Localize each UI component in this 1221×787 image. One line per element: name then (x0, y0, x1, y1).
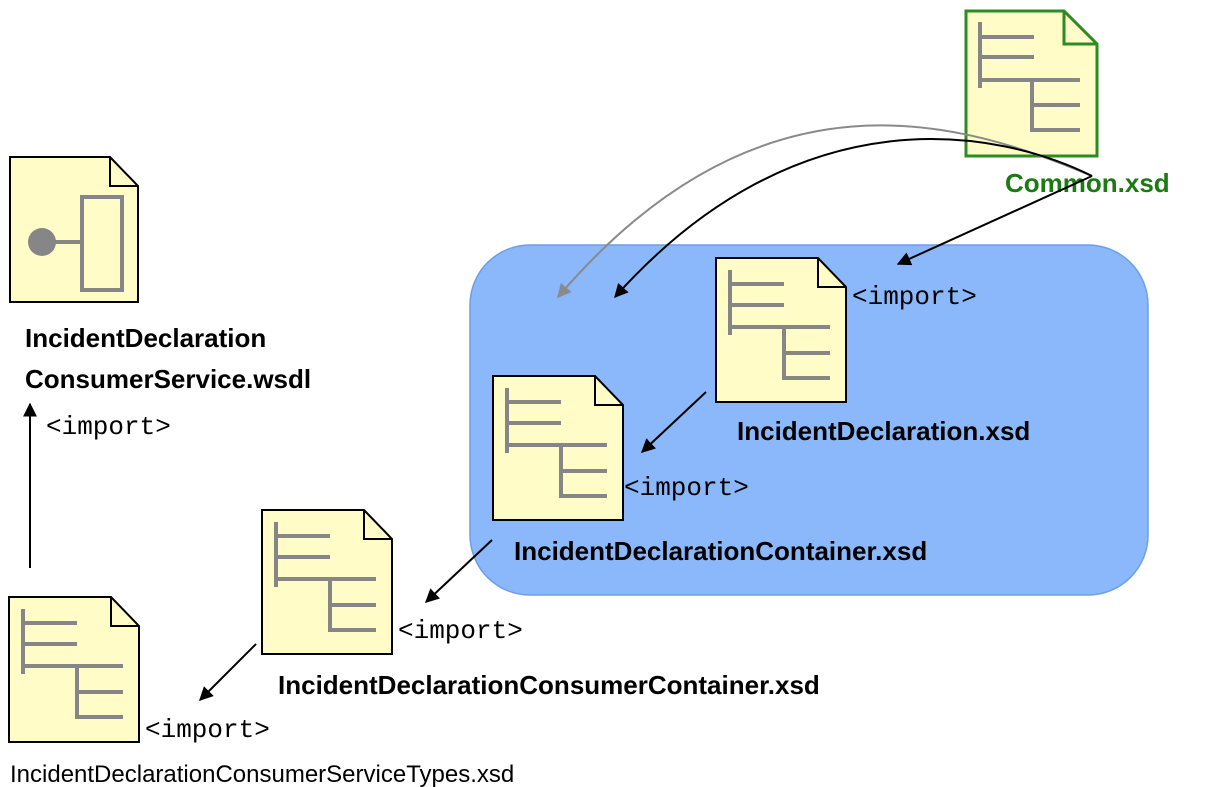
consumer-container-xsd-label: IncidentDeclarationConsumerContainer.xsd (278, 670, 820, 700)
common-to-incident-declaration-arrow (896, 175, 1093, 266)
incident-declaration-container-import-label: <import> (624, 473, 749, 503)
incident-declaration-xsd-label: IncidentDeclaration.xsd (737, 416, 1030, 446)
wsdl-label-line1: IncidentDeclaration (25, 323, 266, 353)
consumer-container-to-service-types-arrow (199, 643, 257, 701)
incident-declaration-container-xsd-icon (492, 375, 624, 521)
common-xsd-label: Common.xsd (1005, 168, 1170, 198)
consumer-container-import-label: <import> (398, 616, 523, 646)
consumer-service-types-xsd-label: IncidentDeclarationConsumerServiceTypes.… (10, 761, 514, 787)
consumer-service-types-xsd-icon (8, 596, 140, 743)
incident-declaration-import-label: <import> (852, 282, 977, 312)
incident-declaration-container-xsd-label: IncidentDeclarationContainer.xsd (514, 536, 927, 566)
consumer-service-types-import-label: <import> (145, 715, 270, 745)
wsdl-import-label: <import> (46, 412, 171, 442)
common-xsd-icon (964, 9, 1099, 158)
wsdl-file-icon (9, 156, 139, 303)
incident-declaration-to-container-arrow (640, 391, 707, 453)
incident-declaration-xsd-icon (715, 257, 847, 403)
container-group-box (469, 244, 1149, 596)
consumer-container-xsd-icon (261, 509, 393, 655)
common-to-group-arrow (614, 138, 1093, 299)
container-to-consumer-container-arrow (424, 539, 493, 603)
wsdl-label-line2: ConsumerService.wsdl (25, 364, 311, 394)
